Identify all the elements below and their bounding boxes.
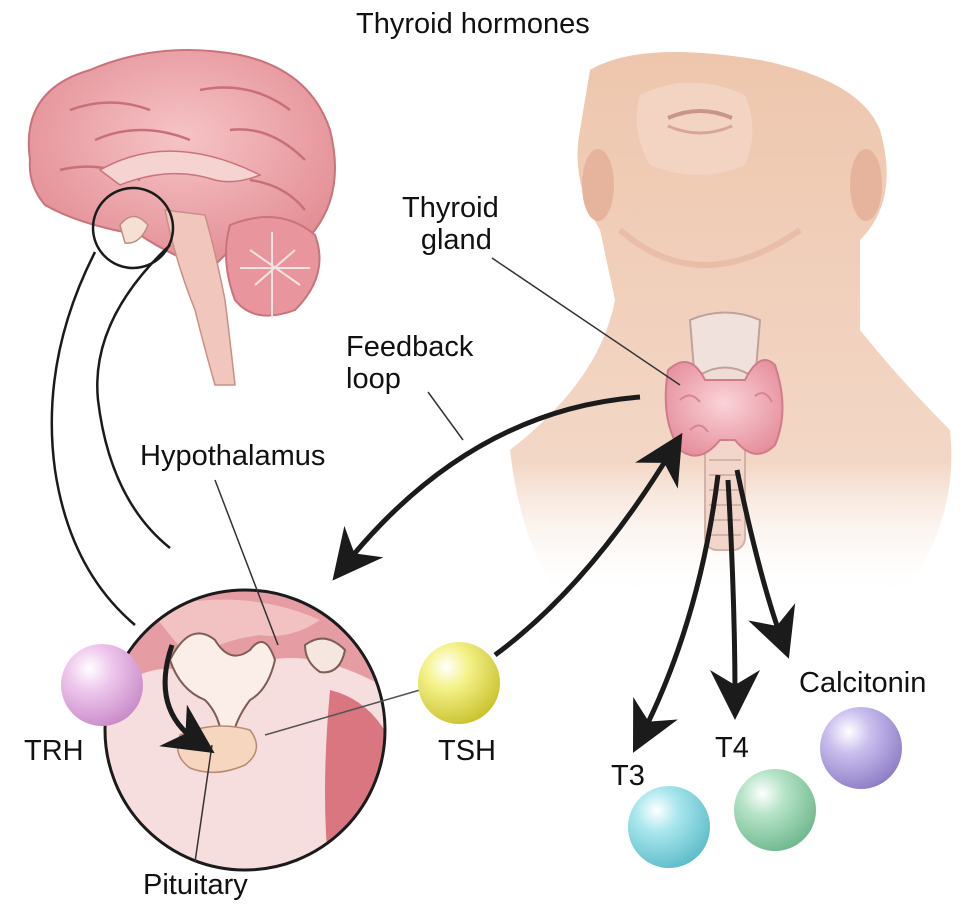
zoom-connector-inner [96,244,171,549]
tsh-sphere [418,642,500,724]
calcitonin-label: Calcitonin [799,667,927,699]
tsh-to-pituitary-line [264,689,421,736]
t4-label: T4 [715,732,749,764]
diagram-title: Thyroid hormones [356,8,590,40]
hypothalamus-zoom-circle [103,588,387,872]
feedback-loop-label-line2: loop [346,363,401,396]
thyroid-to-calcitonin-arrow [734,469,796,659]
tsh-label: TSH [438,735,496,767]
trh-sphere [61,644,143,726]
feedback-loop-leader [427,391,464,441]
thyroid-to-t4-arrow [709,479,760,720]
hypothalamus-highlight-circle [91,186,175,270]
thyroid-gland-illustration [664,311,784,551]
hypothalamus-label: Hypothalamus [140,440,326,472]
feedback-loop-label-line1: Feedback [346,331,474,363]
trh-label: TRH [24,735,84,767]
t3-sphere [628,786,710,868]
zoom-connector-outer [50,251,136,626]
feedback-loop-arrow [332,394,641,581]
calcitonin-sphere [820,707,902,789]
brain-illustration [27,49,336,386]
pituitary-label: Pituitary [143,869,248,901]
thyroid-gland-label-line2: gland [420,224,492,257]
thyroid-gland-label-line1: Thyroid [402,192,499,224]
hypothalamus-to-pituitary-arrow [159,644,215,754]
thyroid-gland-label: Thyroid gland [402,192,499,257]
t4-sphere [734,769,816,851]
thyroid-to-t3-arrow [632,474,721,753]
feedback-loop-label: Feedback loop [346,331,473,396]
hypothalamus-leader [214,479,279,646]
thyroid-gland-leader [491,257,681,386]
tsh-to-thyroid-arrow [493,432,683,658]
t3-label: T3 [611,760,645,792]
pituitary-leader [194,744,213,863]
